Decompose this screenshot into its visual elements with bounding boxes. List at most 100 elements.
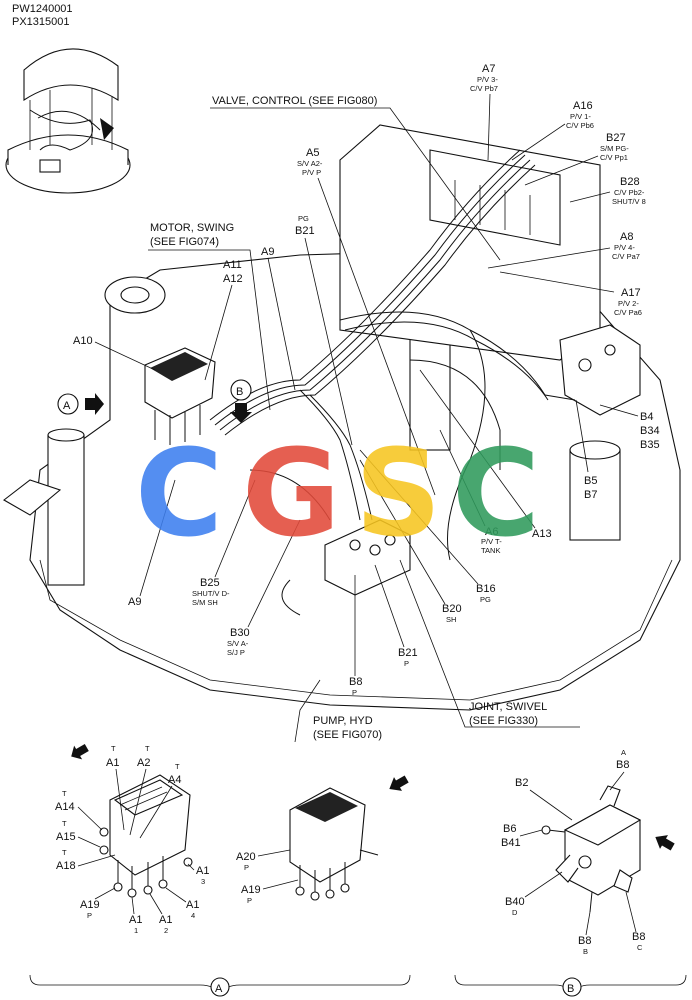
callout-b4: B4 bbox=[599, 404, 653, 423]
svg-text:A9: A9 bbox=[128, 596, 141, 608]
label-a1-2: A12 bbox=[149, 893, 172, 935]
svg-text:SHUT/V 8: SHUT/V 8 bbox=[612, 197, 646, 206]
model-serial-1: PW1240001 bbox=[12, 3, 73, 15]
reference-notes: VALVE, CONTROL (SEE FIG080) MOTOR, SWING… bbox=[148, 95, 580, 743]
svg-text:B21: B21 bbox=[295, 225, 315, 237]
svg-text:B16: B16 bbox=[476, 583, 496, 595]
svg-text:A18: A18 bbox=[56, 860, 76, 872]
watermark-s: S bbox=[355, 425, 441, 564]
svg-text:P/V P: P/V P bbox=[302, 168, 321, 177]
note-pump-hyd-2: (SEE FIG070) bbox=[313, 729, 382, 741]
svg-text:B4: B4 bbox=[640, 411, 653, 423]
svg-text:B8: B8 bbox=[616, 759, 629, 771]
callout-b35: B35 bbox=[640, 439, 660, 451]
main-callouts: A7 P/V 3- C/V Pb7 A16 P/V 1- C/V Pb6 B27… bbox=[73, 63, 660, 697]
label-a1-top: TA1 bbox=[106, 744, 125, 831]
svg-text:P: P bbox=[244, 863, 249, 872]
svg-text:2: 2 bbox=[164, 926, 168, 935]
svg-text:P: P bbox=[352, 688, 357, 697]
svg-text:T: T bbox=[62, 819, 67, 828]
label-b6: B6 bbox=[503, 823, 516, 835]
watermark-g: G bbox=[242, 425, 341, 564]
note-motor-swing-1: MOTOR, SWING bbox=[150, 222, 234, 234]
callout-a13: A13 bbox=[419, 369, 552, 540]
label-a2: TA2 bbox=[129, 744, 150, 836]
svg-text:A9: A9 bbox=[261, 246, 274, 258]
svg-text:A5: A5 bbox=[306, 147, 319, 159]
callout-a9-bottom: A9 bbox=[128, 479, 176, 608]
label-b41: B41 bbox=[501, 829, 543, 849]
svg-text:3: 3 bbox=[201, 877, 205, 886]
svg-text:A19: A19 bbox=[241, 884, 261, 896]
svg-text:C/V Pb2-: C/V Pb2- bbox=[614, 188, 645, 197]
note-pump-hyd-1: PUMP, HYD bbox=[313, 715, 373, 727]
svg-text:T: T bbox=[62, 848, 67, 857]
svg-text:P: P bbox=[247, 896, 252, 905]
svg-text:A15: A15 bbox=[56, 831, 76, 843]
detail-a-marker bbox=[210, 977, 230, 997]
svg-text:TANK: TANK bbox=[481, 546, 500, 555]
svg-text:B27: B27 bbox=[606, 132, 626, 144]
svg-text:A: A bbox=[621, 748, 626, 757]
callout-b21-bottom: B21 P bbox=[374, 564, 418, 668]
svg-text:PG: PG bbox=[298, 214, 309, 223]
svg-text:P: P bbox=[87, 911, 92, 920]
svg-text:A: A bbox=[215, 983, 223, 995]
label-a1-4: A14 bbox=[165, 887, 199, 920]
model-serial-2: PX1315001 bbox=[12, 16, 70, 28]
view-b-marker bbox=[230, 379, 252, 401]
watermark-c1: C bbox=[135, 425, 223, 564]
svg-text:B: B bbox=[567, 983, 574, 995]
label-a1-3: A13 bbox=[187, 863, 209, 886]
svg-text:A7: A7 bbox=[482, 63, 495, 75]
svg-text:A1: A1 bbox=[129, 914, 142, 926]
svg-text:A2: A2 bbox=[137, 757, 150, 769]
svg-text:A1: A1 bbox=[186, 899, 199, 911]
svg-text:A13: A13 bbox=[532, 528, 552, 540]
label-b8-c: B8C bbox=[625, 891, 645, 952]
note-joint-swivel-1: JOINT, SWIVEL bbox=[469, 701, 547, 713]
svg-text:T: T bbox=[111, 744, 116, 753]
callout-b21-top: PG B21 bbox=[295, 214, 353, 446]
callout-b27: B27 S/M PG- C/V Pp1 bbox=[524, 132, 629, 186]
svg-text:A1: A1 bbox=[159, 914, 172, 926]
svg-text:A8: A8 bbox=[620, 231, 633, 243]
svg-text:S/V A-: S/V A- bbox=[227, 639, 249, 648]
svg-text:C/V Pp1: C/V Pp1 bbox=[600, 153, 628, 162]
svg-text:A4: A4 bbox=[168, 774, 181, 786]
svg-text:C: C bbox=[637, 943, 643, 952]
svg-text:A1: A1 bbox=[196, 865, 209, 877]
svg-text:B28: B28 bbox=[620, 176, 640, 188]
callout-a5: A5 S/V A2- P/V P bbox=[297, 147, 436, 496]
callout-b34: B34 bbox=[640, 425, 660, 437]
svg-text:T: T bbox=[62, 789, 67, 798]
svg-text:A6: A6 bbox=[485, 526, 498, 538]
svg-text:B8: B8 bbox=[349, 676, 362, 688]
svg-text:C/V Pa6: C/V Pa6 bbox=[614, 308, 642, 317]
callout-b16: B16 PG bbox=[359, 449, 496, 604]
watermark-c2: C bbox=[452, 425, 540, 564]
svg-text:SHUT/V D-: SHUT/V D- bbox=[192, 589, 230, 598]
svg-text:P/V 2-: P/V 2- bbox=[618, 299, 639, 308]
callout-a16: A16 P/V 1- C/V Pb6 bbox=[511, 100, 594, 161]
callout-b30: B30 S/V A- S/J P bbox=[227, 519, 301, 657]
label-b2: B2 bbox=[515, 777, 573, 821]
callout-b7: B7 bbox=[584, 489, 597, 501]
callout-a6: A6 P/V T- TANK bbox=[439, 429, 502, 555]
callout-b28: B28 C/V Pb2- SHUT/V 8 bbox=[569, 176, 646, 206]
callout-a10: A10 bbox=[73, 335, 156, 371]
svg-text:S/M SH: S/M SH bbox=[192, 598, 218, 607]
callout-a9-top: A9 bbox=[261, 246, 296, 391]
svg-text:A19: A19 bbox=[80, 899, 100, 911]
label-a15: T A15 bbox=[56, 819, 101, 848]
watermark: C G S C bbox=[135, 425, 540, 564]
svg-text:B30: B30 bbox=[230, 627, 250, 639]
svg-text:B: B bbox=[583, 947, 588, 956]
